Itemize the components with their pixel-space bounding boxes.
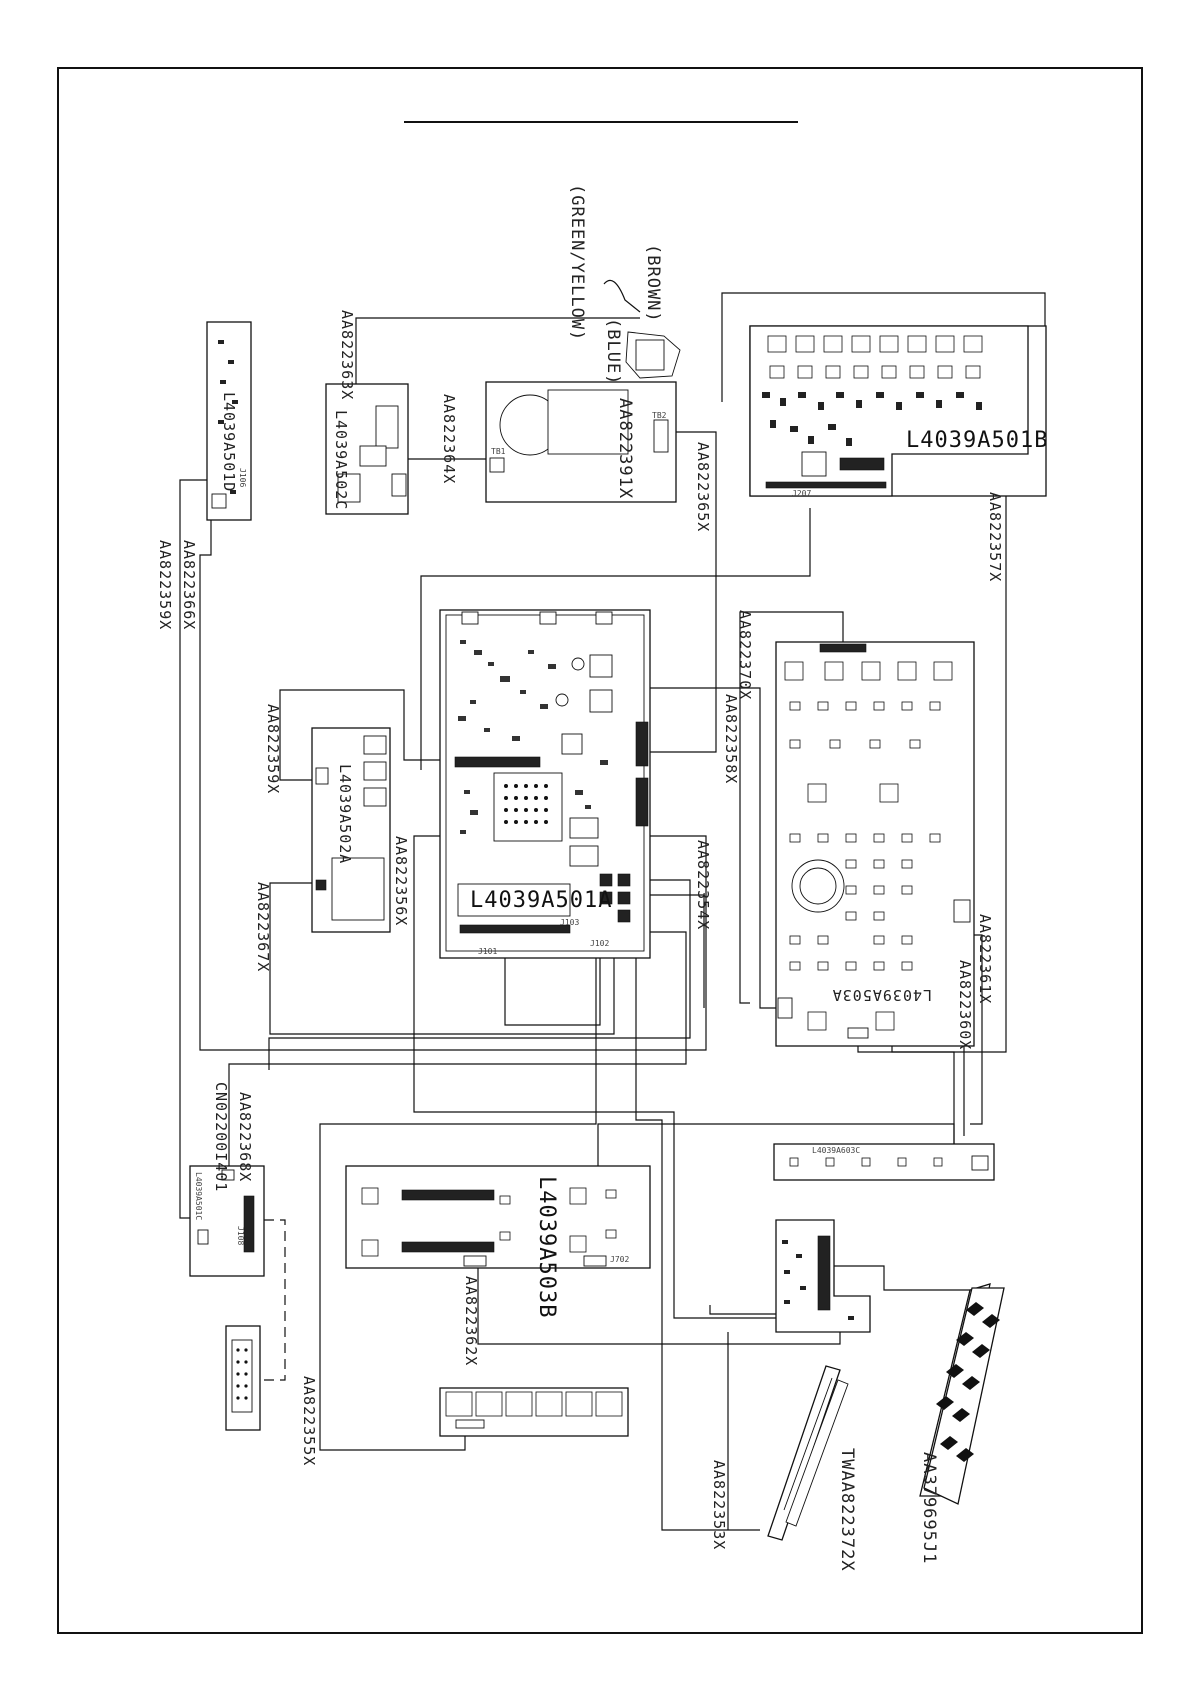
wire-color-brown: (BROWN) xyxy=(643,244,663,323)
board-main-j101: J101 xyxy=(478,947,497,956)
board-panel-right: L4039A503A xyxy=(775,641,975,1047)
cable-label-aa822363x: AA822363X xyxy=(338,310,356,400)
board-top-right: L4039A501B J207 xyxy=(749,325,1048,498)
wire-color-green-yellow: (GREEN/YELLOW) xyxy=(567,184,587,341)
board-top-small: L4039A502C xyxy=(325,383,409,515)
cable-label-aa822359x-top: AA822359X xyxy=(156,540,174,630)
cable-label-twaa822372x: TWAA822372X xyxy=(837,1448,857,1572)
wire-color-blue: (BLUE) xyxy=(603,318,623,385)
board-transformer-label: AA822391X xyxy=(615,398,635,499)
board-top-right-j207: J207 xyxy=(792,489,811,498)
board-left-top-j106: J106 xyxy=(238,468,247,487)
board-main-j103: J103 xyxy=(560,918,579,927)
board-main-j102: J102 xyxy=(590,939,609,948)
cable-label-aa822353x: AA822353X xyxy=(710,1460,728,1550)
board-transformer-tb2: TB2 xyxy=(652,411,667,420)
dsub-connector xyxy=(225,1325,261,1431)
board-mid-bottom: L4039A503B J702 xyxy=(345,1165,651,1318)
cable-label-aa822366x: AA822366X xyxy=(180,540,198,630)
cable-label-aa822368x: AA822368X xyxy=(236,1092,254,1182)
cable-label-aa822354x: AA822354X xyxy=(694,840,712,930)
cable-label-cn02200i401: CN02200I401 xyxy=(212,1082,230,1192)
wire-color-labels: (GREEN/YELLOW) (BROWN) (BLUE) xyxy=(567,184,663,385)
cable-label-aa822358x: AA822358X xyxy=(722,694,740,784)
cable-label-aa822362x: AA822362X xyxy=(462,1276,480,1366)
board-left-low-j108: J108 xyxy=(236,1226,245,1245)
board-switch-row xyxy=(439,1387,629,1437)
board-left-mid-label: L4039A502A xyxy=(336,764,354,864)
cable-label-aa822367x: AA822367X xyxy=(254,882,272,972)
board-strip-right-label: L4039A603C xyxy=(812,1146,860,1155)
cable-label-aa822360x: AA822360X xyxy=(956,960,974,1050)
board-mid-bottom-j702: J702 xyxy=(610,1255,629,1264)
cable-label-aa822365x: AA822365X xyxy=(694,442,712,532)
cable-label-aa379695j1: AA379695J1 xyxy=(919,1452,939,1564)
mains-plug xyxy=(625,331,681,379)
cable-labels: AA822363X AA822364X AA822365X AA822357X … xyxy=(156,310,1004,1572)
keypad xyxy=(919,1283,1005,1505)
board-mid-bottom-label: L4039A503B xyxy=(534,1176,559,1318)
board-main: L4039A501A J101 J102 J103 xyxy=(439,609,651,959)
lcd-display xyxy=(767,1365,849,1541)
board-left-low-label: L4039A501C xyxy=(194,1172,203,1220)
cable-label-aa822359x-mid: AA822359X xyxy=(264,704,282,794)
board-top-right-label: L4039A501B xyxy=(906,428,1048,453)
board-left-mid: L4039A502A xyxy=(311,727,391,933)
cable-label-aa822370x: AA822370X xyxy=(736,610,754,700)
board-main-label: L4039A501A xyxy=(470,888,612,913)
board-strip-right: L4039A603C xyxy=(773,1143,995,1181)
cable-label-aa822357x: AA822357X xyxy=(986,492,1004,582)
board-left-top: L4039A501D J106 xyxy=(206,321,252,521)
cable-label-aa822364x: AA822364X xyxy=(440,394,458,484)
cable-label-aa822356x: AA822356X xyxy=(392,836,410,926)
board-left-top-label: L4039A501D xyxy=(220,392,238,492)
page-frame xyxy=(57,67,1143,1634)
cable-label-aa822361x: AA822361X xyxy=(976,914,994,1004)
board-transformer: AA822391X TB1 TB2 xyxy=(485,381,677,503)
board-panel-right-label: L4039A503A xyxy=(832,986,932,1004)
board-top-small-label: L4039A502C xyxy=(332,410,350,510)
board-left-low: L4039A501C J108 xyxy=(189,1165,265,1277)
cable-label-aa822355x: AA822355X xyxy=(300,1376,318,1466)
board-transformer-tb1: TB1 xyxy=(491,447,506,456)
board-lower-right xyxy=(775,1219,871,1333)
